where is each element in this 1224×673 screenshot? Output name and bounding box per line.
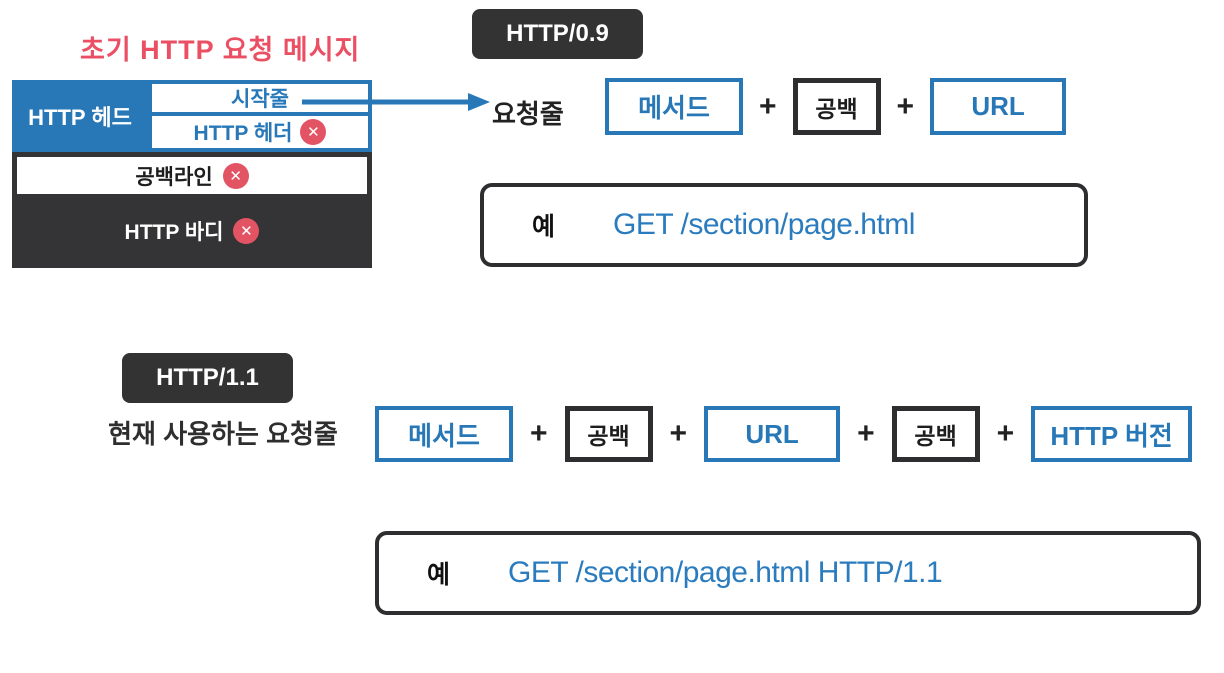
http11-example-request: GET /section/page.html HTTP/1.1 xyxy=(508,556,943,589)
http-head-rows: 시작줄 HTTP 헤더 ✕ xyxy=(148,80,372,152)
url-token: URL xyxy=(930,78,1067,135)
space-token: 공백 xyxy=(564,406,653,462)
method-token: 메서드 xyxy=(605,78,743,135)
plus-sign: + xyxy=(669,417,688,450)
http09-token-row: 메서드 + 공백 + URL xyxy=(605,78,1067,135)
http11-example-box: 예 GET /section/page.html HTTP/1.1 xyxy=(375,531,1201,615)
http-header-label: HTTP 헤더 xyxy=(193,122,293,145)
start-line-label: 시작줄 xyxy=(231,88,289,111)
http-message-structure-bottom: 공백라인 ✕ HTTP 바디 ✕ xyxy=(12,152,372,268)
http11-version-badge: HTTP/1.1 xyxy=(122,353,293,403)
example-label: 예 xyxy=(532,213,556,241)
http-body-row: HTTP 바디 ✕ xyxy=(17,194,367,268)
http-header-row: HTTP 헤더 ✕ xyxy=(148,116,372,152)
current-request-line-caption: 현재 사용하는 요청줄 xyxy=(108,419,338,449)
example-label: 예 xyxy=(427,561,451,589)
http09-version-badge: HTTP/0.9 xyxy=(472,9,643,59)
plus-sign: + xyxy=(530,417,548,450)
http-message-structure-top: HTTP 헤드 시작줄 HTTP 헤더 ✕ xyxy=(12,80,372,152)
plus-sign: + xyxy=(996,417,1015,450)
plus-sign: + xyxy=(857,417,875,450)
removed-x-icon: ✕ xyxy=(222,162,249,189)
removed-x-icon: ✕ xyxy=(233,218,260,244)
plus-sign: + xyxy=(759,89,777,123)
url-token: URL xyxy=(704,406,841,462)
http-head-cell: HTTP 헤드 xyxy=(12,80,148,152)
plus-sign: + xyxy=(896,89,915,123)
http-body-label: HTTP 바디 xyxy=(124,221,224,244)
space-token: 공백 xyxy=(891,406,980,462)
http09-example-request: GET /section/page.html xyxy=(613,208,915,241)
request-line-label: 요청줄 xyxy=(492,99,564,129)
blank-line-label: 공백라인 xyxy=(135,165,213,189)
removed-x-icon: ✕ xyxy=(300,119,327,145)
start-line-to-request-line-arrow-icon xyxy=(302,93,490,111)
start-line-row: 시작줄 xyxy=(148,80,372,116)
space-token: 공백 xyxy=(792,78,881,135)
slide-title: 초기 HTTP 요청 메시지 xyxy=(80,35,361,65)
http11-token-row: 메서드 + 공백 + URL + 공백 + HTTP 버전 xyxy=(375,406,1193,462)
method-token: 메서드 xyxy=(375,406,513,462)
http-version-token: HTTP 버전 xyxy=(1031,406,1193,462)
http09-example-box: 예 GET /section/page.html xyxy=(480,183,1088,267)
blank-line-row: 공백라인 ✕ xyxy=(17,157,367,194)
